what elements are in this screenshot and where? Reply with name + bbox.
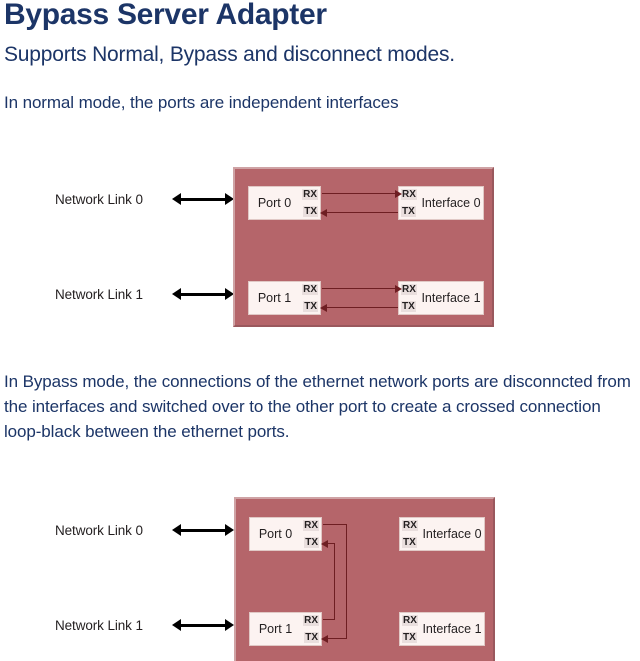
interface-0-tx-pin-bypass: TX <box>402 537 417 548</box>
port-0-rx-pin-bypass: RX <box>303 520 319 531</box>
network-link-0-arrow <box>172 191 234 207</box>
wire-cross-down <box>346 524 347 638</box>
port-1-label-bypass: Port 1 <box>258 622 293 636</box>
interface-0-rx-pin-bypass: RX <box>402 520 418 531</box>
interface-0-rx-pin: RX <box>401 189 417 200</box>
arrowhead-port1-tx <box>320 304 327 312</box>
arrowhead-port0-tx-bypass <box>321 540 328 548</box>
network-link-0-label: Network Link 0 <box>55 192 143 207</box>
interface-0-box-bypass: Interface 0 RX TX <box>399 517 485 551</box>
network-link-1-label-bypass: Network Link 1 <box>55 618 143 633</box>
interface-1-tx-pin: TX <box>401 301 416 312</box>
wire-port0-rx-out <box>323 524 347 525</box>
interface-0-box: Interface 0 RX TX <box>398 186 484 220</box>
interface-1-box-bypass: Interface 1 RX TX <box>399 612 485 646</box>
network-link-1-label: Network Link 1 <box>55 287 143 302</box>
port-0-label-bypass: Port 0 <box>258 527 293 541</box>
port-0-box: Port 0 RX TX <box>248 186 321 220</box>
interface-1-box: Interface 1 RX TX <box>398 281 484 315</box>
normal-mode-diagram: Network Link 0 Network Link 1 Port 0 RX … <box>0 160 640 335</box>
arrowhead-interface1-rx <box>395 285 402 293</box>
port-1-box: Port 1 RX TX <box>248 281 321 315</box>
bypass-mode-description: In Bypass mode, the connections of the e… <box>4 372 631 441</box>
network-link-0-arrow-bypass <box>172 522 234 538</box>
wire-port1-rx-out <box>323 619 335 620</box>
normal-mode-description: In normal mode, the ports are independen… <box>4 93 399 112</box>
port-1-tx-pin-bypass: TX <box>304 632 319 643</box>
port-1-rx-pin: RX <box>302 284 318 295</box>
port-1-box-bypass: Port 1 RX TX <box>249 612 322 646</box>
interface-0-tx-pin: TX <box>401 206 416 217</box>
wire-cross-up <box>334 543 335 620</box>
network-link-0-label-bypass: Network Link 0 <box>55 523 143 538</box>
arrowhead-interface0-rx <box>395 190 402 198</box>
wire-into-port0-tx <box>324 543 335 544</box>
network-link-1-arrow-bypass <box>172 617 234 633</box>
wire-into-port1-tx <box>324 638 347 639</box>
port-0-tx-pin-bypass: TX <box>304 537 319 548</box>
port-0-label: Port 0 <box>257 196 292 210</box>
adapter-panel-normal: Port 0 RX TX Interface 0 RX TX Port 1 RX… <box>233 167 494 327</box>
wire-port1-tx <box>322 307 398 308</box>
interface-1-rx-pin: RX <box>401 284 417 295</box>
wire-port1-rx <box>322 288 398 289</box>
network-link-1-arrow <box>172 286 234 302</box>
interface-1-label-bypass: Interface 1 <box>422 622 482 636</box>
port-1-label: Port 1 <box>257 291 292 305</box>
port-0-tx-pin: TX <box>303 206 318 217</box>
port-0-rx-pin: RX <box>302 189 318 200</box>
page-subtitle: Supports Normal, Bypass and disconnect m… <box>4 43 455 66</box>
arrowhead-port0-tx <box>320 209 327 217</box>
adapter-panel-bypass: Port 0 RX TX Interface 0 RX TX Port 1 RX… <box>234 497 495 661</box>
arrowhead-port1-tx-bypass <box>321 635 328 643</box>
interface-1-tx-pin-bypass: TX <box>402 632 417 643</box>
wire-port0-tx <box>322 212 398 213</box>
interface-1-rx-pin-bypass: RX <box>402 615 418 626</box>
interface-1-label: Interface 1 <box>421 291 481 305</box>
interface-0-label-bypass: Interface 0 <box>422 527 482 541</box>
port-1-rx-pin-bypass: RX <box>303 615 319 626</box>
port-1-tx-pin: TX <box>303 301 318 312</box>
bypass-mode-diagram: Network Link 0 Network Link 1 Port 0 RX … <box>0 490 640 661</box>
interface-0-label: Interface 0 <box>421 196 481 210</box>
port-0-box-bypass: Port 0 RX TX <box>249 517 322 551</box>
wire-port0-rx <box>322 193 398 194</box>
page-title: Bypass Server Adapter <box>4 0 327 31</box>
